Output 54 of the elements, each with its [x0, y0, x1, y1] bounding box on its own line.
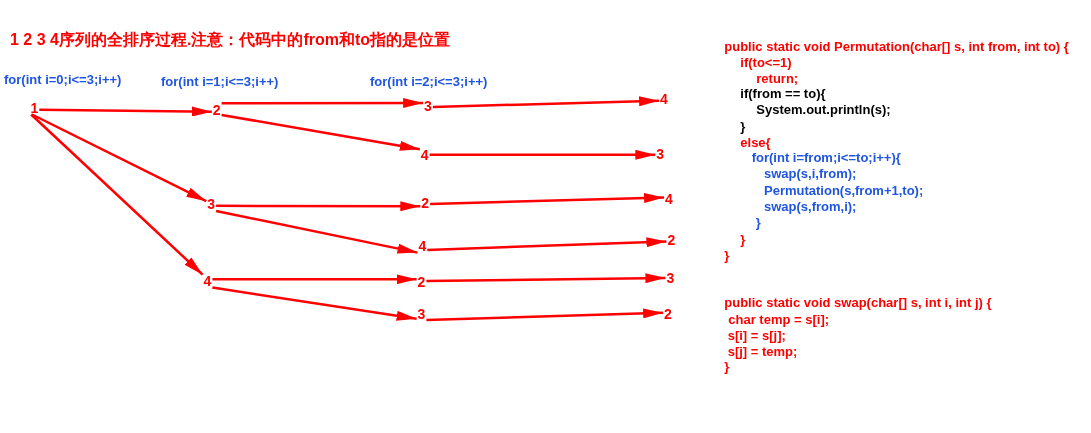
code-line: s[i] = s[j]; [727, 327, 786, 344]
code-line: for(int i=from;i<=to;i++){ [751, 150, 901, 167]
number-label: 2 [663, 307, 673, 322]
number-label: 3 [416, 307, 427, 322]
code-line: } [755, 215, 761, 231]
arrow [30, 113, 204, 276]
arrow [31, 113, 207, 203]
loop-header: for(int i=1;i<=3;i++) [161, 74, 279, 91]
loop-header: for(int i=0;i<=3;i++) [4, 72, 122, 88]
number-label: 4 [664, 192, 674, 207]
title: 1 2 3 4序列的全排序过程.注意：代码中的from和to指的是位置 [10, 30, 451, 50]
number-label: 3 [655, 146, 666, 161]
number-label: 2 [416, 274, 427, 289]
number-label: 2 [211, 103, 222, 118]
code-line: s[j] = temp; [727, 343, 798, 360]
code-line: System.out.println(s); [756, 102, 891, 119]
number-label: 4 [419, 147, 430, 162]
code-line: if(from == to){ [740, 86, 826, 103]
code-line: } [740, 231, 746, 248]
code-line: Permutation(s,from+1,to); [764, 182, 924, 199]
number-label: 3 [206, 197, 217, 211]
number-label: 2 [420, 196, 431, 210]
code-line: } [724, 359, 730, 376]
arrow [212, 286, 417, 321]
code-line: swap(s,from,i); [764, 198, 857, 215]
code-line: } [740, 118, 746, 135]
arrow [432, 96, 660, 109]
arrow [430, 193, 665, 206]
number-label: 4 [659, 92, 669, 107]
number-label: 2 [666, 233, 677, 248]
loop-header: for(int i=2;i<=3;i++) [370, 74, 488, 91]
arrow [429, 149, 656, 160]
arrow [216, 201, 421, 212]
number-label: 1 [29, 100, 40, 115]
number-label: 3 [665, 271, 676, 286]
number-label: 4 [202, 273, 213, 288]
code-line: public static void Permutation(char[] s, int from, int to) { [724, 38, 1069, 55]
arrow [426, 273, 666, 284]
arrow [212, 274, 417, 285]
code-line: return; [756, 70, 799, 87]
code-line: } [724, 248, 730, 264]
code-line: swap(s,i,from); [764, 166, 857, 183]
number-label: 3 [423, 99, 433, 114]
code-line: public static void swap(char[] s, int i, int j) { [724, 295, 992, 312]
arrow [215, 209, 418, 254]
arrow [426, 308, 664, 322]
arrow [221, 113, 420, 151]
code-line: char temp = s[i]; [728, 311, 830, 328]
arrow [427, 237, 667, 252]
number-label: 4 [417, 239, 428, 254]
arrow [39, 106, 212, 117]
code-line: else{ [740, 134, 771, 151]
code-line: if(to<=1) [740, 54, 792, 71]
arrow [221, 98, 424, 109]
